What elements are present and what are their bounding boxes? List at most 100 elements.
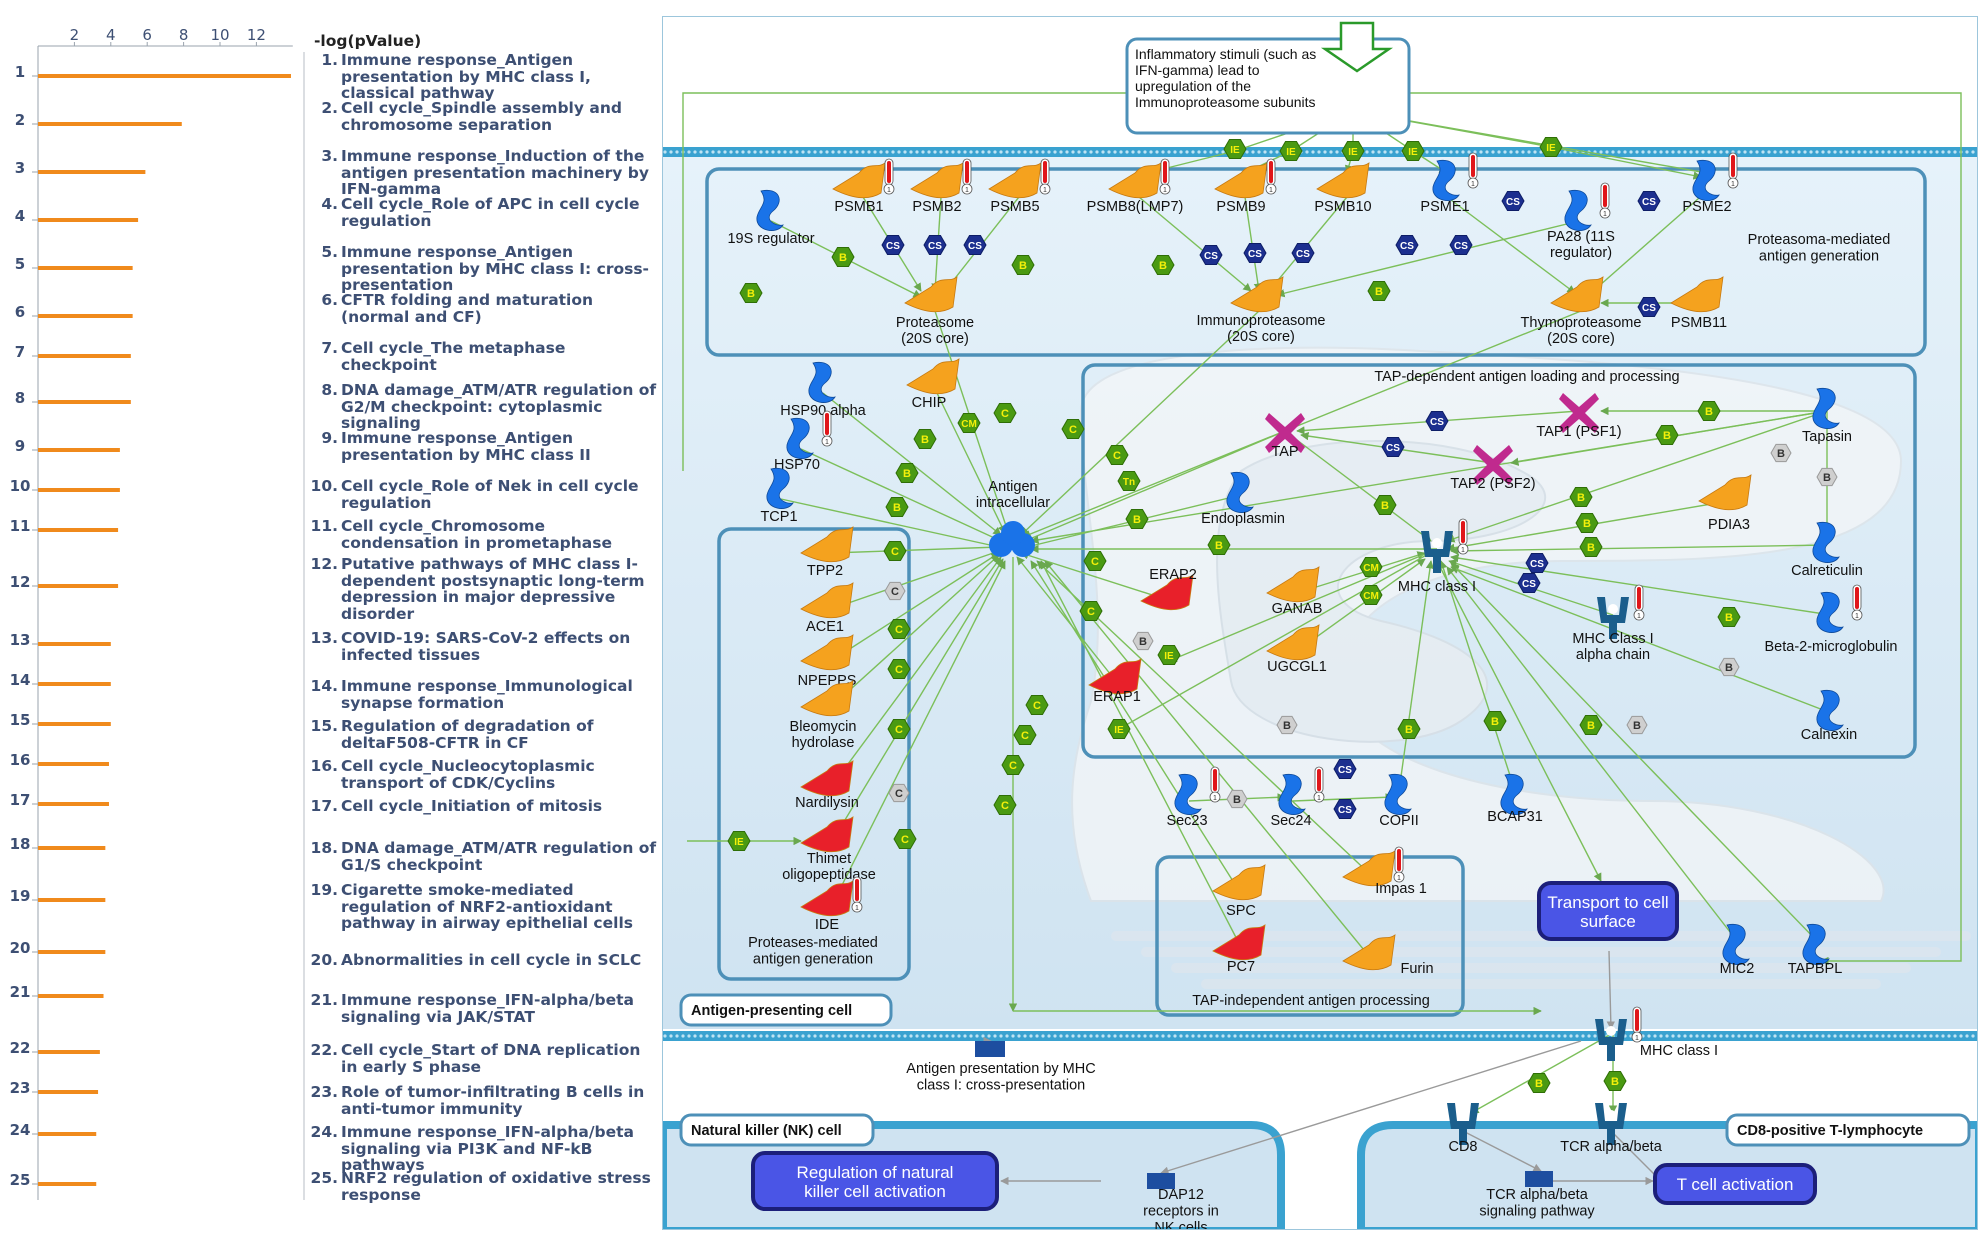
- mechanism-badge-icon: CS: [1449, 234, 1473, 256]
- svg-text:B: B: [1633, 720, 1641, 732]
- pathway-name: NRF2 regulation of oxidative stress resp…: [341, 1169, 651, 1204]
- node-mic2[interactable]: MIC2: [1720, 923, 1755, 977]
- bar-24: [38, 1132, 97, 1136]
- node-hsp90[interactable]: HSP90 alpha: [780, 361, 867, 419]
- pathway-number: 13.: [310, 629, 338, 647]
- rank-label: 19: [10, 887, 31, 905]
- node-furin[interactable]: Furin: [1342, 934, 1434, 977]
- node-shape: [786, 417, 814, 459]
- node-reg19s[interactable]: 19S regulator: [727, 189, 815, 247]
- mechanism-badge-icon: B: [1569, 486, 1593, 508]
- svg-text:IE: IE: [1408, 147, 1418, 158]
- node-nardilysin[interactable]: Nardilysin: [795, 760, 859, 811]
- x-axis-label: -log(pValue): [314, 32, 421, 50]
- edge: [1550, 146, 1702, 180]
- node-thymoproteasome[interactable]: Thymoproteasome(20S core): [1521, 276, 1642, 347]
- node-pc7[interactable]: PC7: [1212, 924, 1266, 975]
- node-tapasin[interactable]: Tapasin: [1802, 387, 1852, 445]
- expression-thermometer-icon: 1: [1159, 158, 1171, 195]
- node-psmb10[interactable]: PSMB10: [1314, 162, 1372, 215]
- rank-label: 21: [10, 983, 31, 1001]
- pathway-number: 15.: [310, 717, 338, 735]
- proteases-compartment: [717, 527, 911, 981]
- node-tcr[interactable]: TCR alpha/beta: [1560, 1103, 1663, 1155]
- node-tap1[interactable]: TAP1 (PSF1): [1536, 393, 1622, 440]
- node-ace1[interactable]: ACE1: [800, 582, 854, 635]
- edge: [1450, 565, 1832, 714]
- node-bcap31[interactable]: BCAP31: [1487, 773, 1543, 825]
- node-label: TPP2: [807, 563, 843, 579]
- mechanism-badge-icon: B: [895, 462, 919, 484]
- node-chip[interactable]: CHIP: [906, 358, 960, 411]
- edge: [800, 448, 1002, 542]
- node-label: PDIA3: [1708, 517, 1750, 533]
- node-endoplasmin[interactable]: Endoplasmin: [1201, 471, 1285, 527]
- rank-label: 15: [10, 711, 31, 729]
- node-tpp2[interactable]: TPP2: [800, 526, 854, 579]
- node-copii[interactable]: COPII: [1379, 773, 1419, 829]
- node-ugcgl1[interactable]: UGCGL1: [1266, 624, 1327, 675]
- t-cell-activation-button[interactable]: [1653, 1163, 1817, 1205]
- node-label: TCR alpha/beta: [1560, 1139, 1662, 1155]
- node-psmb11[interactable]: PSMB11: [1670, 276, 1727, 331]
- svg-text:C: C: [1069, 424, 1077, 436]
- bar-10: [38, 488, 120, 492]
- thermometer-mark: 1: [1731, 181, 1735, 188]
- rank-label: 2: [15, 111, 25, 129]
- transport-to-surface-button[interactable]: [1537, 881, 1679, 941]
- node-tapbpl[interactable]: TAPBPL: [1788, 923, 1843, 977]
- pathway-number: 7.: [321, 339, 338, 357]
- svg-text:B: B: [1381, 500, 1389, 512]
- edge: [830, 558, 1004, 844]
- node-calreticulin[interactable]: Calreticulin: [1791, 521, 1863, 579]
- svg-text:IE: IE: [1164, 651, 1174, 662]
- svg-text:CS: CS: [1248, 249, 1262, 260]
- node-pdia3[interactable]: PDIA3: [1698, 474, 1752, 533]
- pathway-name: Cell cycle_Nucleocytoplasmic transport o…: [341, 757, 595, 792]
- node-tap2[interactable]: TAP2 (PSF2): [1450, 445, 1536, 492]
- thermometer-mark: 1: [1163, 187, 1167, 194]
- mechanism-badge-icon: B: [1125, 508, 1149, 530]
- node-proteasome[interactable]: Proteasome(20S core): [896, 276, 974, 347]
- pathway-name: Immune response_Antigen presentation by …: [341, 429, 591, 464]
- node-spc[interactable]: SPC: [1212, 864, 1266, 919]
- mechanism-badge-icon: C: [893, 828, 917, 850]
- node-cd8[interactable]: CD8: [1447, 1103, 1479, 1155]
- node-calnexin[interactable]: Calnexin: [1801, 689, 1857, 743]
- svg-text:B: B: [1535, 1078, 1543, 1090]
- svg-text:CS: CS: [886, 241, 900, 252]
- node-tap[interactable]: TAP: [1265, 413, 1305, 460]
- svg-text:B: B: [1375, 286, 1383, 298]
- node-label: PSME2: [1682, 199, 1731, 215]
- node-immunoproteasome[interactable]: Immunoproteasome(20S core): [1197, 276, 1326, 345]
- node-erap2[interactable]: ERAP2: [1140, 567, 1197, 611]
- nk-activation-button[interactable]: [751, 1151, 999, 1211]
- thermometer-mark: 1: [887, 187, 891, 194]
- node-tcp1[interactable]: TCP1: [760, 467, 798, 525]
- node-ganab[interactable]: GANAB: [1266, 566, 1322, 617]
- mechanism-badge-icon: CS: [1637, 296, 1661, 318]
- node-erap1[interactable]: ERAP1: [1088, 658, 1142, 705]
- pathway-number: 9.: [321, 429, 338, 447]
